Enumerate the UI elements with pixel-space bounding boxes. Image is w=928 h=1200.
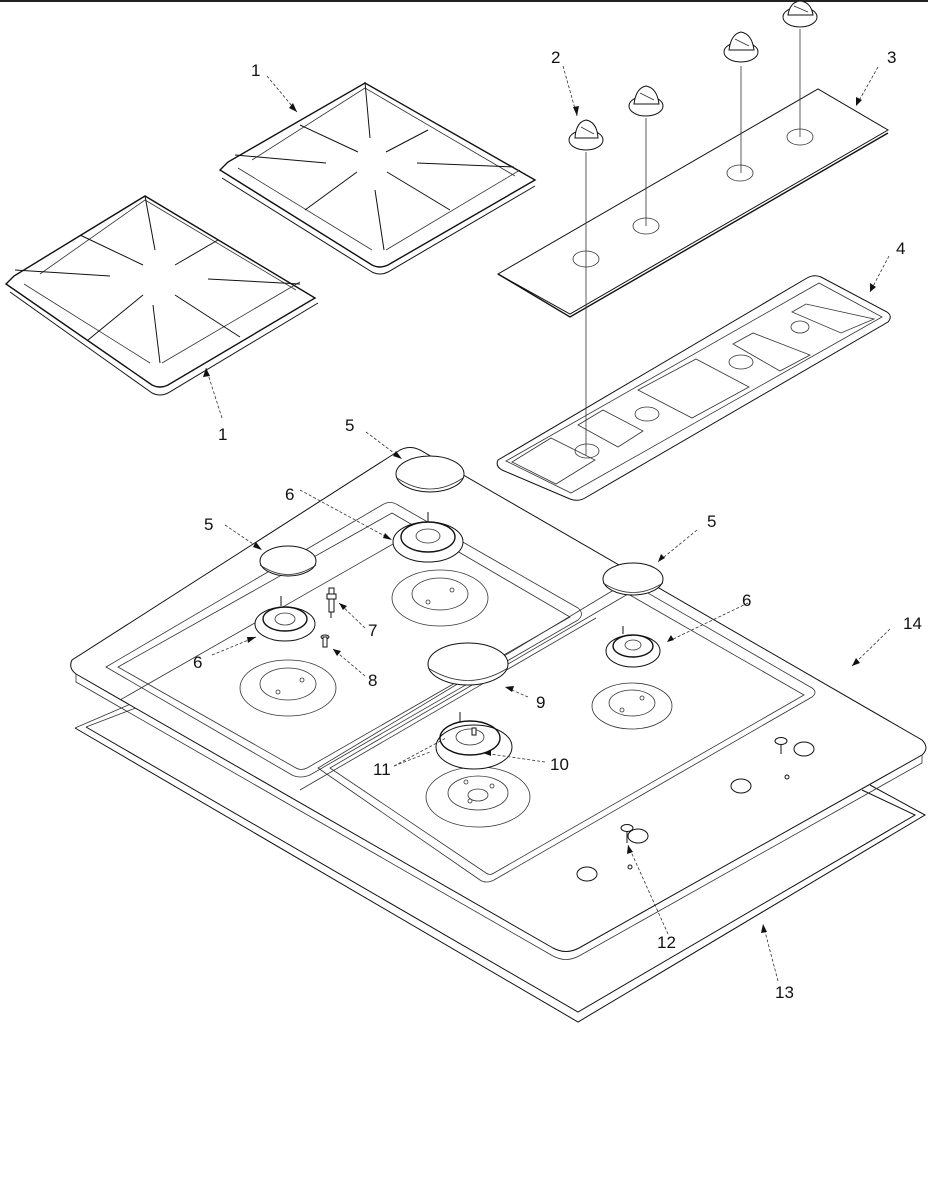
part-9-burner-cap-large (427, 642, 509, 686)
callout-5a: 5 (345, 416, 354, 435)
part-6-burner-base-left-front (254, 596, 316, 642)
callout-4: 4 (896, 239, 905, 258)
callout-8: 8 (368, 671, 377, 690)
leader-13 (762, 923, 779, 982)
part-14-cooktop-top (70, 447, 927, 960)
callout-9: 9 (536, 693, 545, 712)
part-4-control-gasket (496, 275, 891, 501)
leader-1a (266, 75, 298, 113)
callout-1a: 1 (251, 61, 260, 80)
part-5-burner-cap-rear (395, 455, 465, 493)
part-12-screw-front (620, 824, 634, 843)
leader-2 (562, 65, 578, 117)
knob-1 (568, 119, 604, 455)
callout-2: 2 (551, 48, 560, 67)
leader-8 (332, 648, 366, 677)
leader-5c (657, 529, 698, 563)
callout-11: 11 (373, 760, 391, 779)
callout-1b: 1 (218, 425, 227, 444)
leader-10 (482, 752, 546, 763)
leader-arrowheads (203, 97, 876, 933)
part-12-screw-rear (774, 737, 788, 754)
leader-1b (205, 367, 223, 419)
callout-14: 14 (903, 614, 922, 633)
callout-6c: 6 (742, 591, 751, 610)
top-border-rule (0, 0, 928, 2)
part-5-burner-cap-left (259, 545, 317, 577)
part-5-burner-cap-right (602, 562, 664, 596)
callout-6b: 6 (193, 653, 202, 672)
leader-14 (851, 628, 891, 667)
knob-4 (782, 0, 818, 137)
callout-13: 13 (775, 983, 794, 1002)
leader-11b (393, 751, 431, 767)
callout-12: 12 (657, 933, 676, 952)
leader-12 (627, 844, 669, 935)
leader-4 (869, 255, 890, 293)
knob-3 (723, 31, 759, 173)
leader-6a (299, 489, 393, 541)
part-3-control-overlay (496, 88, 889, 318)
callout-3: 3 (887, 48, 896, 67)
part-8-screw (320, 634, 330, 648)
callout-7: 7 (368, 621, 377, 640)
part-1-grate-left (4, 195, 319, 396)
part-7-igniter-electrode (326, 587, 337, 618)
callout-5c: 5 (707, 512, 716, 531)
part-10-burner-base-large (435, 712, 513, 770)
part-2-control-knobs (568, 0, 818, 455)
part-6-burner-base-left-rear (392, 512, 464, 563)
part-6-burner-base-right (605, 626, 661, 668)
burner-seat-left-rear (391, 569, 489, 627)
cooktop-burner-seats (239, 569, 673, 828)
knob-2 (628, 85, 664, 226)
burner-seat-left-front (239, 659, 337, 717)
callout-5b: 5 (204, 515, 213, 534)
callout-10: 10 (550, 755, 569, 774)
leader-6b (211, 636, 257, 656)
part-1-grate-right (218, 81, 537, 275)
callout-labels: 1 1 2 3 4 5 5 5 6 6 6 7 8 9 10 11 12 13 … (193, 48, 922, 1002)
callout-6a: 6 (285, 485, 294, 504)
burner-seat-right-rear (591, 682, 673, 730)
